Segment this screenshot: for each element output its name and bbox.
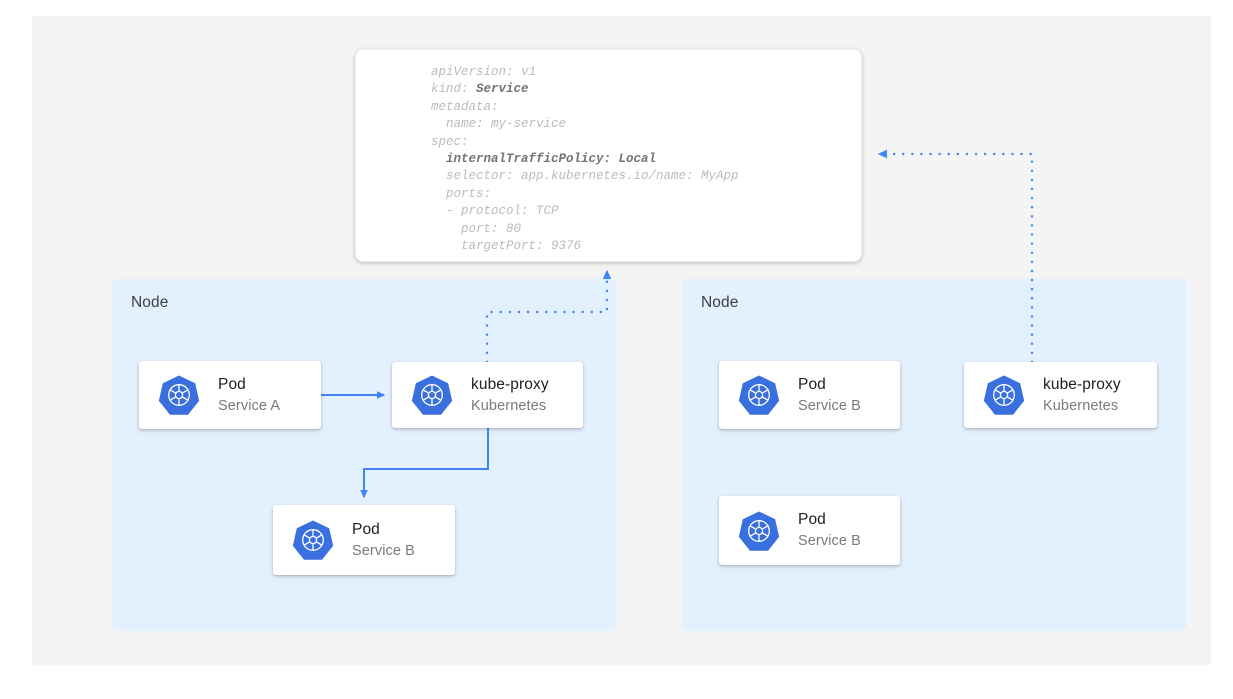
- card-pod-service-b-right-bottom[interactable]: Pod Service B: [719, 496, 900, 565]
- card-pod-service-a[interactable]: Pod Service A: [139, 361, 321, 429]
- card-text: Pod Service A: [218, 375, 280, 416]
- diagram-canvas: apiVersion: v1 kind: Service metadata: n…: [32, 16, 1211, 665]
- card-kube-proxy-right[interactable]: kube-proxy Kubernetes: [964, 362, 1157, 428]
- card-title: Pod: [798, 511, 826, 528]
- card-subtitle: Service A: [218, 397, 281, 414]
- kubernetes-icon: [738, 375, 780, 415]
- card-pod-service-b-right-top[interactable]: Pod Service B: [719, 361, 900, 429]
- card-title: Pod: [798, 375, 826, 393]
- card-text: kube-proxy Kubernetes: [471, 375, 549, 416]
- card-text: Pod Service B: [798, 510, 861, 551]
- kubernetes-icon: [292, 520, 334, 560]
- service-manifest-code: apiVersion: v1 kind: Service metadata: n…: [431, 65, 739, 254]
- card-pod-service-b-left[interactable]: Pod Service B: [273, 505, 455, 575]
- card-title: kube-proxy: [471, 375, 549, 393]
- node-group-left: Node: [112, 279, 616, 631]
- card-subtitle: Kubernetes: [471, 397, 547, 414]
- card-subtitle: Kubernetes: [1043, 397, 1119, 414]
- kubernetes-icon: [738, 510, 780, 551]
- card-kube-proxy-left[interactable]: kube-proxy Kubernetes: [392, 362, 583, 428]
- node-label: Node: [701, 294, 739, 311]
- card-subtitle: Service B: [798, 397, 861, 414]
- kubernetes-icon: [411, 375, 453, 415]
- card-text: kube-proxy Kubernetes: [1043, 375, 1121, 416]
- card-title: Pod: [218, 375, 246, 393]
- card-title: Pod: [352, 520, 380, 538]
- kubernetes-icon: [158, 375, 200, 415]
- node-label: Node: [131, 294, 169, 311]
- card-title: kube-proxy: [1043, 375, 1121, 393]
- card-text: Pod Service B: [352, 520, 415, 561]
- card-subtitle: Service B: [352, 542, 415, 559]
- card-text: Pod Service B: [798, 375, 861, 416]
- service-manifest-card: apiVersion: v1 kind: Service metadata: n…: [355, 49, 862, 262]
- kubernetes-icon: [983, 375, 1025, 415]
- card-subtitle: Service B: [798, 533, 861, 549]
- node-group-right: Node: [682, 279, 1187, 631]
